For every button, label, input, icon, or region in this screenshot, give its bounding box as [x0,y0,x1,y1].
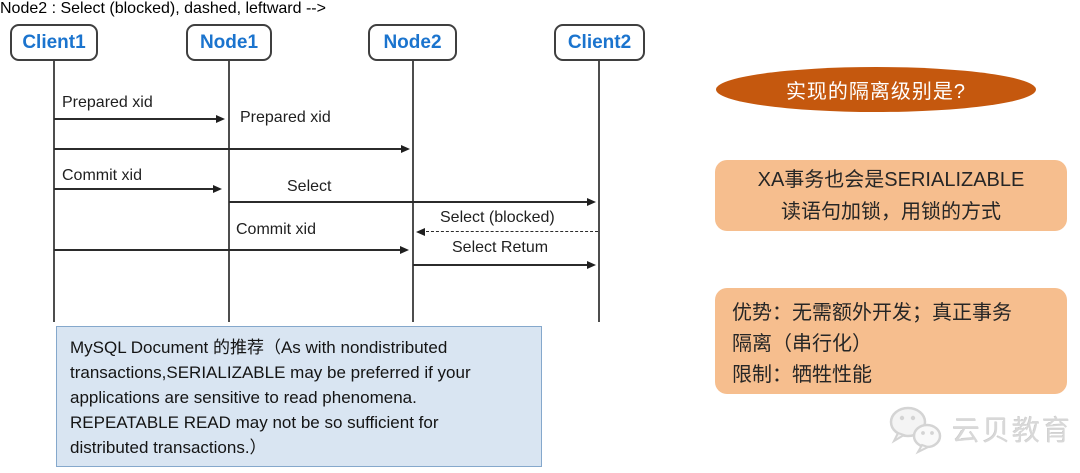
arrowhead-right-icon [400,245,409,254]
analysis-line: XA事务也会是SERIALIZABLE [757,169,1025,191]
message-line [413,264,588,266]
arrowhead-left-icon [416,227,425,236]
analysis-panel: XA事务也会是SERIALIZABLE 读语句加锁，用锁的方式 [715,160,1067,231]
arrowhead-right-icon [401,144,410,153]
message-line-dashed [426,231,598,232]
note-line: MySQL Document 的推荐（As with nondistribute… [70,338,448,357]
wechat-chat-bubbles-icon [889,406,942,455]
message-line [54,118,217,120]
lifeline-client1 [53,60,55,322]
arrowhead-right-icon [213,184,222,193]
question-text: 实现的隔离级别是? [785,81,967,103]
participant-client2: Client2 [554,24,645,61]
watermark-text: 云贝教育 [952,415,1073,446]
analysis-line: 读语句加锁，用锁的方式 [781,201,1001,223]
participant-node2: Node2 [368,24,457,61]
message-line [54,148,402,150]
participant-client1: Client1 [10,24,98,61]
arrowhead-right-icon [587,260,596,269]
question-ellipse: 实现的隔离级别是? [716,67,1036,112]
message-label: Prepared xid [62,94,153,111]
participant-node1: Node1 [186,24,272,61]
message-line [54,249,401,251]
note-line: transactions,SERIALIZABLE may be preferr… [70,363,471,382]
arrowhead-right-icon [587,197,596,206]
note-line: applications are sensitive to read pheno… [70,388,417,407]
message-label: Select [287,178,332,195]
pros-cons-panel: 优势：无需额外开发；真正事务 隔离（串行化） 限制：牺牲性能 [715,288,1067,394]
mysql-note-box: MySQL Document 的推荐（As with nondistribute… [56,326,542,467]
note-line: REPEATABLE READ may not be so sufficient… [70,413,439,432]
pros-line: 限制：牺牲性能 [732,364,872,386]
message-label: Select Retum [452,239,549,256]
lifeline-node1 [228,60,230,322]
message-label: Select (blocked) [440,209,555,226]
message-line [54,188,214,190]
arrowhead-right-icon [216,114,225,123]
pros-line: 隔离（串行化） [732,333,872,355]
note-line: distributed transactions.） [70,438,267,457]
message-label: Commit xid [62,167,143,184]
message-label: Prepared xid [240,109,331,126]
watermark: 云贝教育 [884,400,1074,458]
message-line [229,201,588,203]
message-label: Commit xid [236,221,317,238]
pros-line: 优势：无需额外开发；真正事务 [732,302,1012,324]
lifeline-client2 [598,60,600,322]
lifeline-node2 [412,60,414,322]
